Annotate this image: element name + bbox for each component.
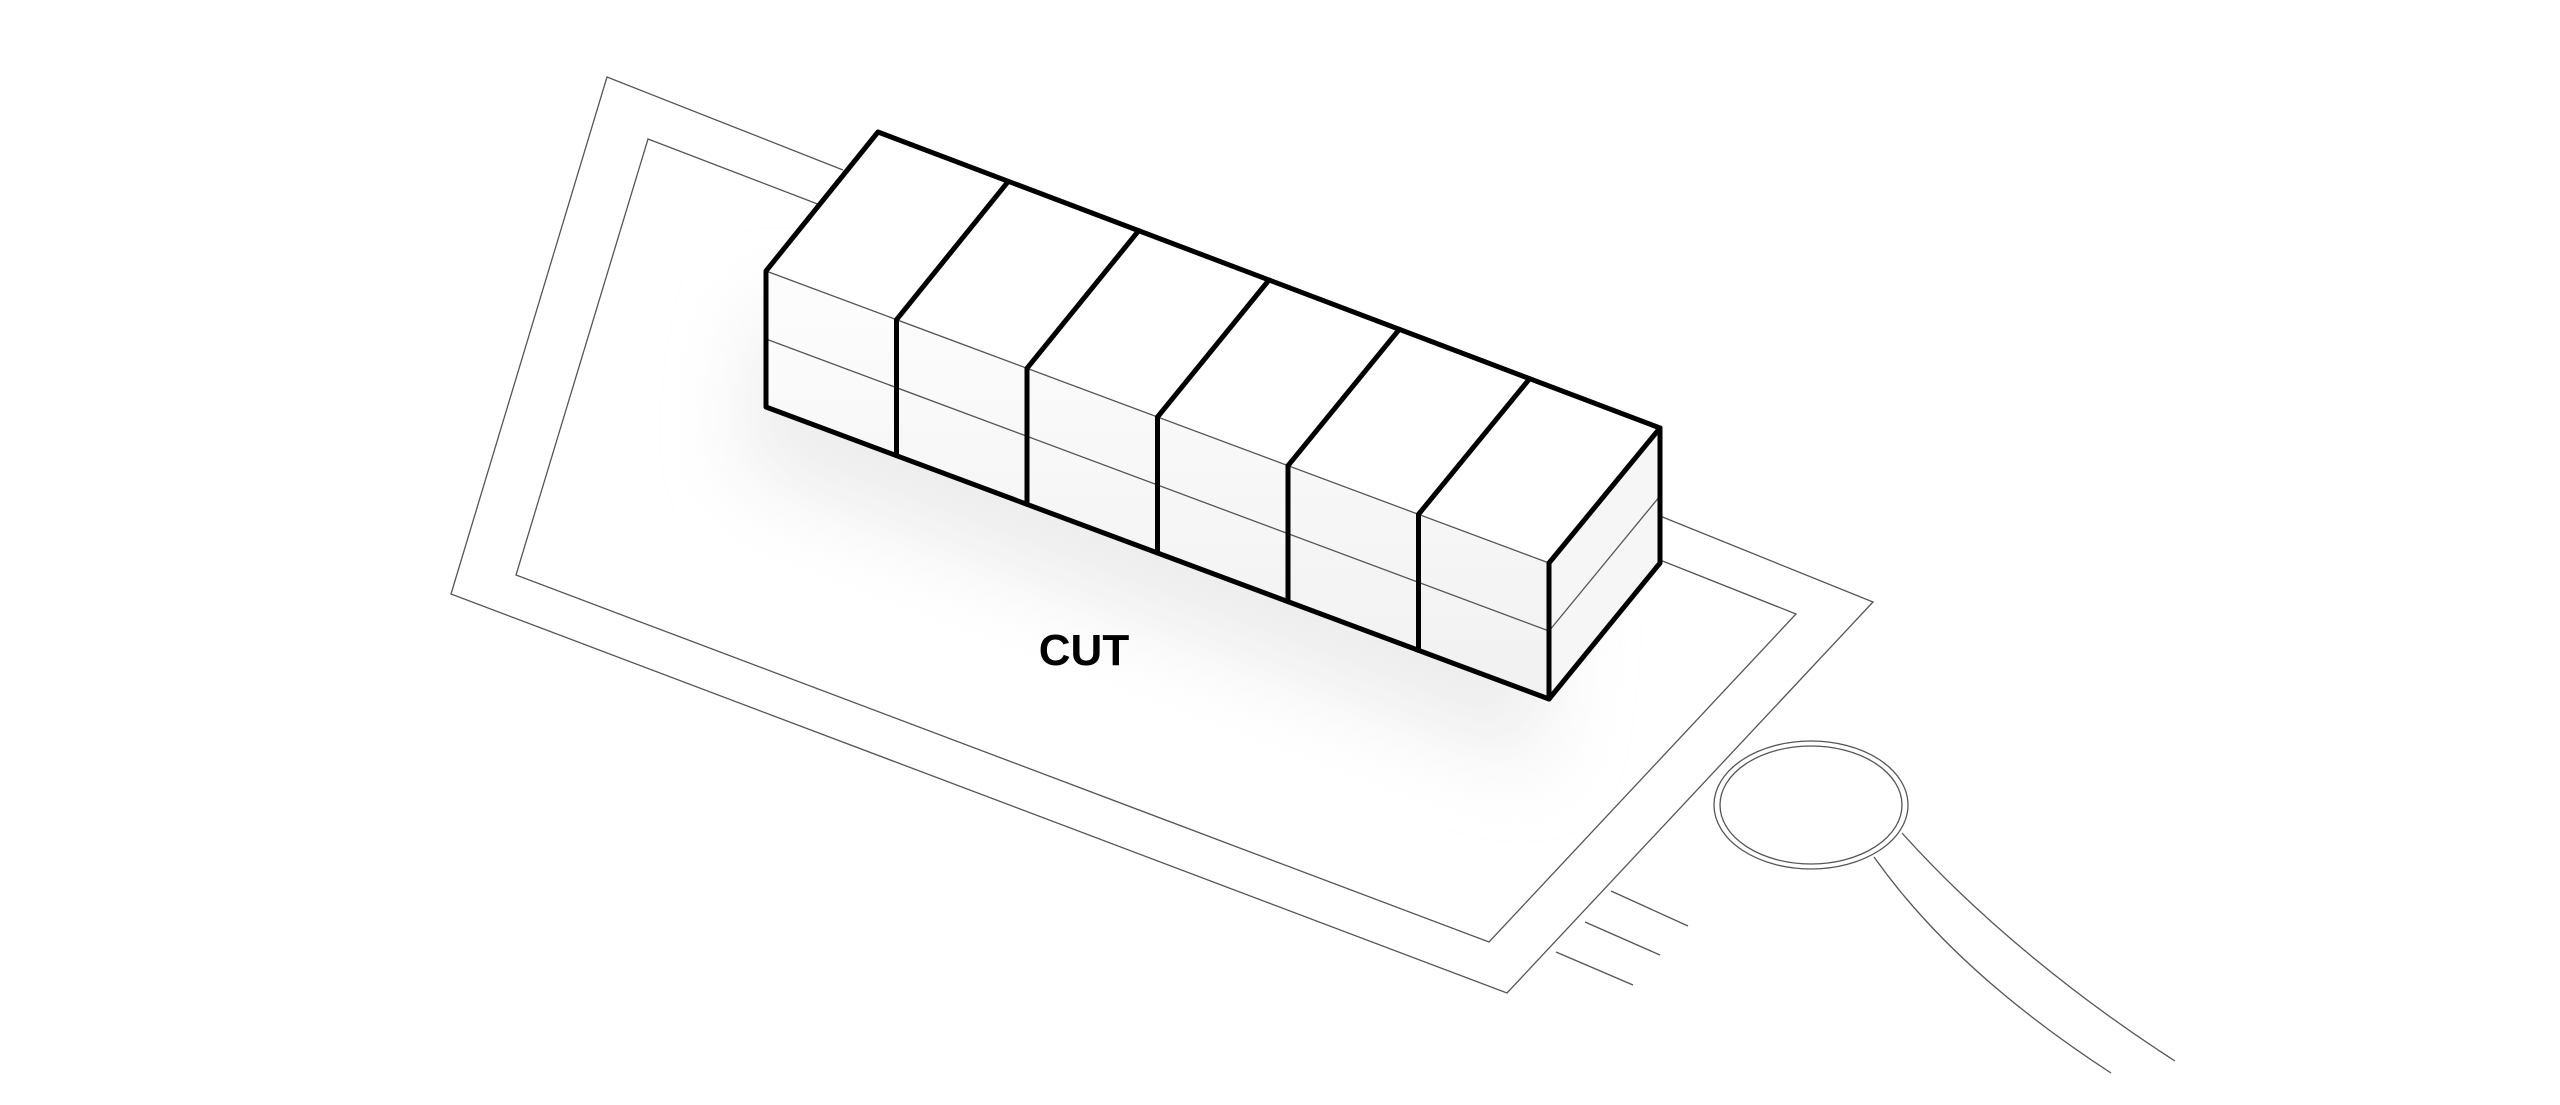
site-boundary-outer [450,76,1875,994]
building-block [763,129,1663,702]
roundabout-inner [1719,745,1903,865]
access-line [1584,921,1661,956]
module-divider [1155,277,1272,556]
module-divider [1024,228,1142,507]
access-line [1555,951,1634,986]
module-divider [1416,376,1533,653]
module-divider [894,178,1011,459]
module-divider [1285,326,1402,605]
building-corner-edge [1546,425,1663,702]
road-edge-1 [1901,832,2176,1062]
site-boundary-inner [515,138,1798,943]
roundabout-outer [1713,740,1909,870]
access-line [1610,890,1689,927]
cut-label: CUT [1039,626,1130,675]
level-line-end [1548,495,1661,632]
road-edge-2 [1873,856,2112,1074]
